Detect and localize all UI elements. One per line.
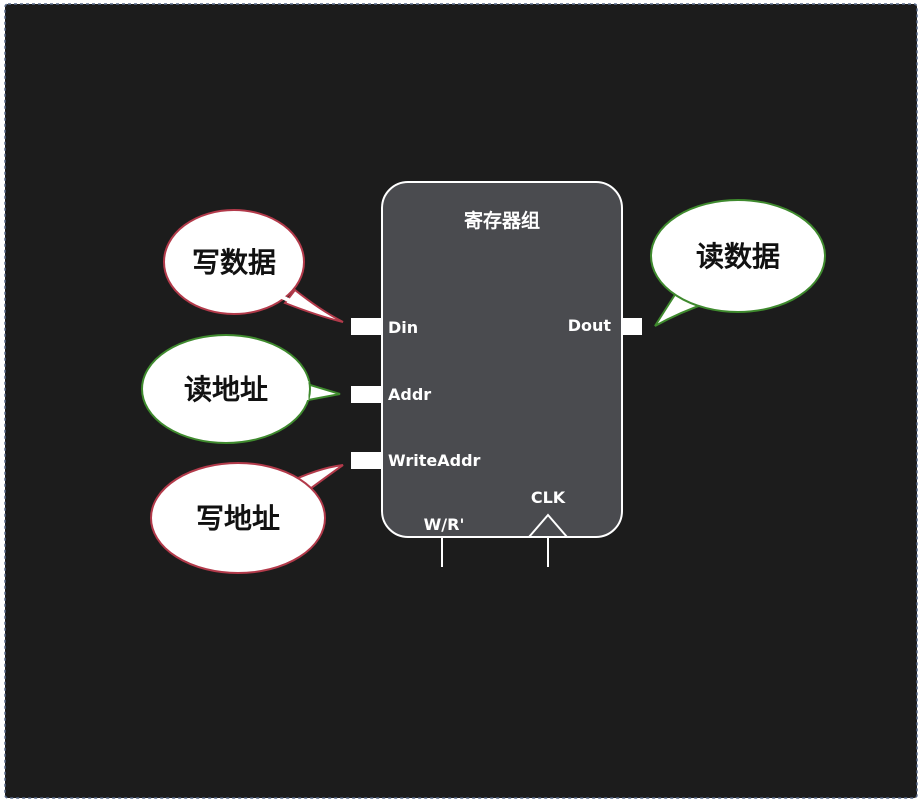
callout-write-data-join: [281, 295, 321, 314]
callout-write-data-bubble: [163, 209, 305, 315]
callout-write-addr: 写地址: [150, 462, 344, 574]
addr-port-stub: [351, 386, 381, 403]
callout-read-addr-text: 读地址: [184, 373, 268, 406]
callout-write-addr-text: 写地址: [196, 502, 280, 535]
callout-read-data: 读数据: [650, 199, 826, 327]
block-title: 寄存器组: [464, 209, 540, 232]
callout-read-data-text: 读数据: [696, 240, 780, 273]
din-label: Din: [388, 318, 418, 337]
callout-read-data-bubble: [650, 199, 826, 313]
wr-label: W/R': [424, 515, 465, 534]
dout-label: Dout: [568, 316, 612, 335]
callout-read-data-join: [680, 291, 707, 305]
clk-label: CLK: [531, 488, 566, 507]
callout-read-addr-bubble: [141, 334, 311, 444]
callout-write-addr-bubble: [150, 462, 326, 574]
dout-port-stub: [623, 318, 642, 335]
callout-write-data: 写数据: [163, 209, 344, 323]
register-file-block: [381, 181, 623, 538]
writeaddr-label: WriteAddr: [388, 451, 481, 470]
callout-read-addr: 读地址: [141, 334, 341, 444]
callout-write-data-pointer: [283, 288, 344, 323]
clock-triangle-icon: [528, 513, 568, 538]
callout-write-data-text: 写数据: [192, 246, 276, 279]
callout-write-addr-join: [289, 483, 303, 497]
addr-label: Addr: [388, 385, 431, 404]
din-port-stub: [351, 318, 381, 335]
writeaddr-port-stub: [351, 452, 381, 469]
